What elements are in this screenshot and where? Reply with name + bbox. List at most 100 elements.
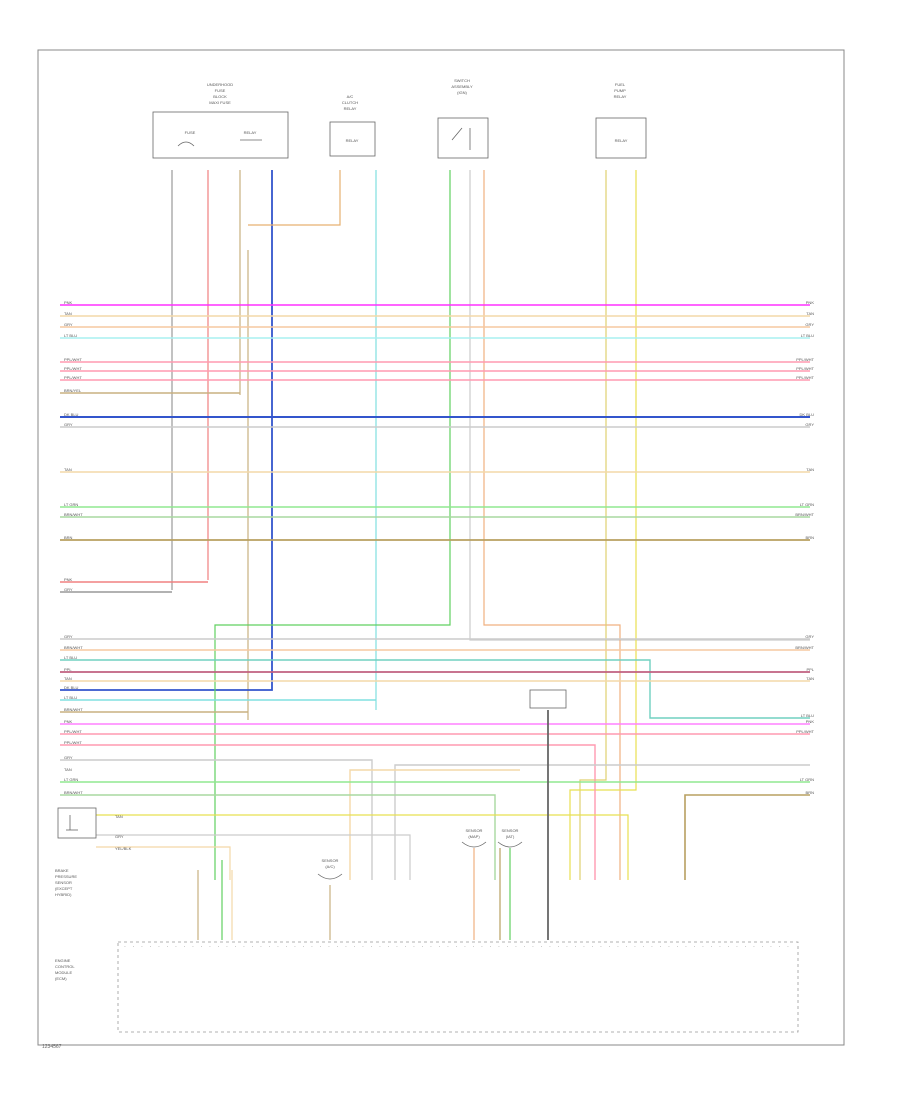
ecm-pin-mark: · [218,944,220,950]
ecm-pin-mark: · [770,944,772,950]
bus-label-left-14: PNK [64,577,73,582]
bus-label-right-10: LT GRN [800,502,814,507]
ecm-pin-mark: · [583,944,585,950]
bus-label-right-11: BRN/WHT [795,512,814,517]
lower-bus [60,638,810,880]
ecm-pin-mark: · [719,944,721,950]
sensor-small-3: SENSOR (IAT) [497,828,523,848]
ecm-pin-mark: · [626,944,628,950]
ecm-pin-mark: · [566,944,568,950]
ecm-pin-mark: · [558,944,560,950]
ecm-pin-mark: · [396,944,398,950]
lower-label-left-9: PPL/WHT [64,729,82,734]
ecm-pin-mark: · [422,944,424,950]
ecm-title-2: CONTROL [55,964,75,969]
sensor-small-1: SENSOR (A/C) [317,858,343,880]
ecm-pin-mark: · [481,944,483,950]
ecm-pin-mark: · [201,944,203,950]
lower-label-left-6: LT BLU [64,695,77,700]
ecm-pin-mark: · [464,944,466,950]
ecm-pin-mark: · [668,944,670,950]
lower-label-right-2: PPL [806,667,814,672]
lower-label-right-3: TAN [806,676,814,681]
bus-label-right-2: GRY [805,322,814,327]
ecm-pin-mark: · [124,944,126,950]
relay-1: A/C CLUTCH RELAY RELAY [329,94,376,157]
ecm-pin-mark: · [175,944,177,950]
fuse-block: UNDERHOOD FUSE BLOCK MAXI FUSE FUSE RELA… [152,82,289,159]
ecm-pin-mark: · [515,944,517,950]
sensor-small-3-title-2: (IAT) [506,834,515,839]
ecm-pin-mark: · [133,944,135,950]
relay-2: FUEL PUMP RELAY RELAY [595,82,647,159]
sensor-left: BRAKE PRESSURE SENSOR (EXCEPT HYBRID) TA… [55,807,132,897]
ecm-pin-mark: · [575,944,577,950]
lower-label-left-5: DK BLU [64,685,79,690]
ecm-pin-mark: · [643,944,645,950]
lower-label-left-13: LT GRN [64,777,78,782]
ecm-pin-mark: · [413,944,415,950]
fuse-relay-label: RELAY [244,130,257,135]
ecm-pin-mark: · [736,944,738,950]
lower-label-left-1: BRN/WHT [64,645,83,650]
ecm-pin-mark: · [184,944,186,950]
lower-label-left-8: PNK [64,719,73,724]
bus-label-left-8: DK BLU [64,412,79,417]
bus-label-left-3: LT BLU [64,333,77,338]
lower-label-left-14: BRN/WHT [64,790,83,795]
relay-1-title-3: RELAY [344,106,357,111]
lower-label-right-8: BRN [806,790,815,795]
sensor-left-title-2: PRESSURE [55,874,77,879]
ecm-pin-mark: · [507,944,509,950]
fuse-label: FUSE [185,130,196,135]
switch-1: SWITCH ASSEMBLY (IGN) [437,78,489,159]
ecm-pin-mark: · [269,944,271,950]
ecm-pin-mark: · [694,944,696,950]
sensor-small-2: SENSOR (MAP) [461,828,487,848]
ecm-pin-mark: · [328,944,330,950]
ecm-pin-row: · · · · · · · · · · · · · · · · · · · · · · · · · · · · · · · · · · · · · · · ·… [124,944,789,950]
bus-label-right-3: LT BLU [801,333,814,338]
diagram-frame [37,49,845,1046]
lower-label-right-1: BRN/WHT [795,645,814,650]
bus-label-left-13: BRN [64,535,73,540]
bus-label-left-2: GRY [64,322,73,327]
ecm-pin-mark: · [158,944,160,950]
ecm-pin-mark: · [405,944,407,950]
lower-label-right-5: PNK [806,719,815,724]
bus-label-right-0: PNK [806,300,815,305]
bus-label-right-12: BRN [806,535,815,540]
ecm-pin-mark: · [600,944,602,950]
relay-2-inner: RELAY [615,138,628,143]
switch-1-title-2: ASSEMBLY [451,84,473,89]
lower-label-left-0: GRY [64,634,73,639]
lower-drop-wires [197,710,549,940]
relay-1-title-1: A/C [347,94,354,99]
ecm-pin-mark: · [379,944,381,950]
ecm-pin-mark: · [371,944,373,950]
relay-2-title-1: FUEL [615,82,626,87]
lower-label-left-10: PPL/WHT [64,740,82,745]
ecm-pin-mark: · [702,944,704,950]
bus-label-right-9: TAN [806,467,814,472]
ecm-pin-mark: · [787,944,789,950]
ecm-pin-mark: · [617,944,619,950]
ecm-pin-mark: · [779,944,781,950]
bus-label-left-6: PPL/WHT [64,375,82,380]
lower-label-left-12: TAN [64,767,72,772]
bus-label-right-7: DK BLU [800,412,815,417]
ecm-pin-mark: · [651,944,653,950]
ecm-pin-mark: · [685,944,687,950]
ecm-pin-mark: · [345,944,347,950]
bus-label-right-1: TAN [806,311,814,316]
ecm-pin-mark: · [294,944,296,950]
bus-label-left-11: LT GRN [64,502,78,507]
ecm-pin-mark: · [167,944,169,950]
sensor-wire-label-2: GRY [115,834,124,839]
lower-label-left-4: TAN [64,676,72,681]
bus-label-right-5: PPL/WHT [796,366,814,371]
ecm-pin-mark: · [192,944,194,950]
lower-label-left-3: PPL [64,667,72,672]
ecm-pin-mark: · [753,944,755,950]
